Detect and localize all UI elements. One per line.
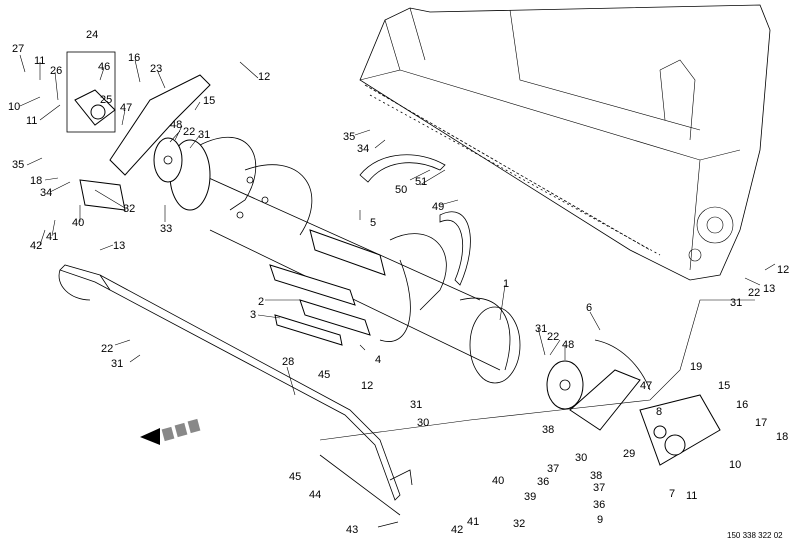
callout-42: 42 — [30, 240, 42, 252]
callout-13: 13 — [113, 240, 125, 252]
callout-35: 35 — [343, 131, 355, 143]
leader-lines — [19, 54, 776, 396]
callout-36: 36 — [593, 499, 605, 511]
callout-41: 41 — [46, 231, 58, 243]
callout-15: 15 — [718, 380, 730, 392]
callout-34: 34 — [40, 187, 52, 199]
header-frame — [359, 4, 771, 281]
callout-22: 22 — [748, 287, 760, 299]
callout-10: 10 — [729, 459, 741, 471]
callout-12: 12 — [777, 264, 789, 276]
callout-27: 27 — [12, 43, 24, 55]
callout-3: 3 — [250, 309, 256, 321]
callout-18: 18 — [30, 175, 42, 187]
callout-12: 12 — [258, 71, 270, 83]
callout-35: 35 — [12, 159, 24, 171]
right-drive-assembly — [546, 339, 721, 466]
callout-47: 47 — [120, 102, 132, 114]
callout-4: 4 — [375, 354, 381, 366]
callout-33: 33 — [160, 223, 172, 235]
callout-18: 18 — [776, 431, 788, 443]
callout-24: 24 — [86, 29, 98, 41]
callout-31: 31 — [535, 323, 547, 335]
callout-40: 40 — [492, 475, 504, 487]
callout-45: 45 — [289, 471, 301, 483]
callout-19: 19 — [690, 361, 702, 373]
direction-arrow — [140, 418, 201, 445]
callout-22: 22 — [183, 126, 195, 138]
callout-1: 1 — [503, 278, 509, 290]
cable — [319, 454, 401, 528]
callout-48: 48 — [170, 119, 182, 131]
callout-2: 2 — [258, 296, 264, 308]
callout-30: 30 — [575, 452, 587, 464]
callout-48: 48 — [562, 339, 574, 351]
callout-46: 46 — [98, 61, 110, 73]
callout-labels: 24 27 11 26 46 16 23 12 10 25 11 47 15 4… — [8, 29, 789, 536]
callout-8: 8 — [656, 406, 662, 418]
section-outline — [319, 299, 755, 441]
callout-5: 5 — [370, 217, 376, 229]
callout-29: 29 — [623, 448, 635, 460]
drawing-reference-number: 150 338 322 02 — [727, 531, 783, 540]
callout-30: 30 — [417, 417, 429, 429]
callout-42: 42 — [451, 524, 463, 536]
paddle-plates — [269, 229, 386, 346]
callout-39: 39 — [524, 491, 536, 503]
callout-10: 10 — [8, 101, 20, 113]
callout-40: 40 — [72, 217, 84, 229]
callout-16: 16 — [736, 399, 748, 411]
callout-32: 32 — [513, 518, 525, 530]
shield-rings — [359, 154, 471, 286]
callout-38: 38 — [542, 424, 554, 436]
callout-31: 31 — [410, 399, 422, 411]
callout-41: 41 — [467, 516, 479, 528]
callout-6: 6 — [586, 302, 592, 314]
callout-34: 34 — [357, 143, 369, 155]
tube-frame — [58, 264, 413, 501]
callout-22: 22 — [547, 331, 559, 343]
callout-17: 17 — [755, 417, 767, 429]
callout-7: 7 — [669, 488, 675, 500]
callout-31: 31 — [730, 297, 742, 309]
callout-15: 15 — [203, 95, 215, 107]
callout-47: 47 — [640, 380, 652, 392]
callout-25: 25 — [100, 94, 112, 106]
callout-49: 49 — [432, 201, 444, 213]
callout-16: 16 — [128, 52, 140, 64]
callout-31: 31 — [198, 129, 210, 141]
callout-36: 36 — [537, 476, 549, 488]
callout-45: 45 — [318, 369, 330, 381]
callout-31: 31 — [111, 358, 123, 370]
callout-23: 23 — [150, 63, 162, 75]
callout-32: 32 — [123, 203, 135, 215]
callout-22: 22 — [101, 343, 113, 355]
callout-11: 11 — [686, 490, 697, 502]
callout-26: 26 — [50, 65, 62, 77]
callout-37: 37 — [593, 482, 605, 494]
callout-9: 9 — [597, 514, 603, 526]
callout-50: 50 — [395, 184, 407, 196]
callout-12: 12 — [361, 380, 373, 392]
callout-11: 11 — [34, 55, 45, 67]
callout-43: 43 — [346, 524, 358, 536]
left-bearing-assembly — [66, 51, 211, 211]
callout-44: 44 — [309, 489, 321, 501]
callout-38: 38 — [590, 470, 602, 482]
callout-37: 37 — [547, 463, 559, 475]
callout-13: 13 — [763, 283, 775, 295]
callout-11: 11 — [26, 115, 37, 127]
callout-51: 51 — [415, 176, 427, 188]
callout-28: 28 — [282, 356, 294, 368]
